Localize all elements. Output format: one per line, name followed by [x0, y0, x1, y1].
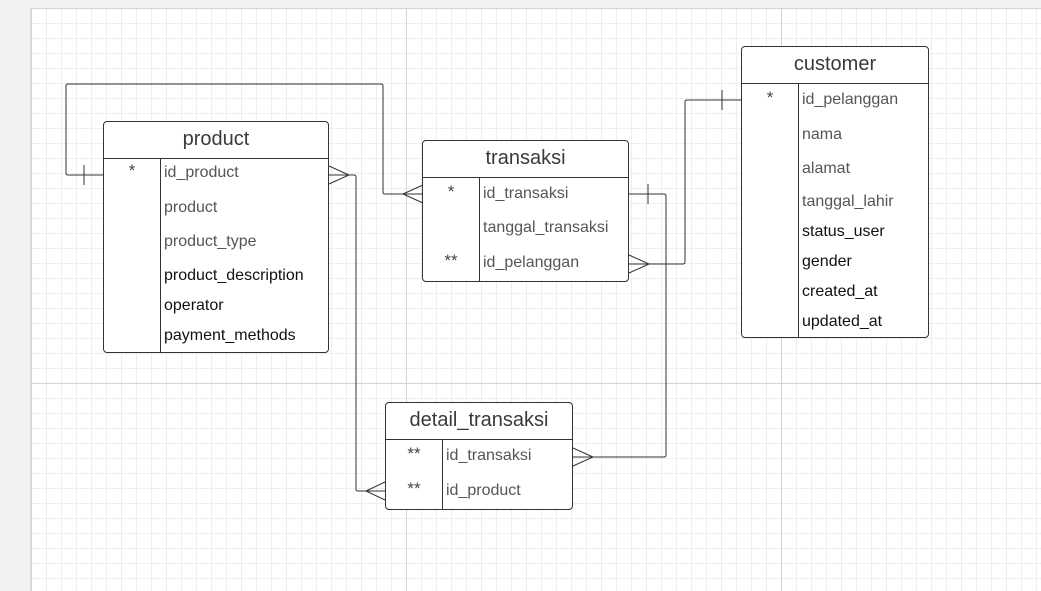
key-column — [104, 158, 161, 352]
attribute-row[interactable]: gender — [742, 247, 928, 277]
entity-detail-transaksi[interactable]: detail_transaksi ** id_transaksi ** id_p… — [385, 402, 573, 510]
attribute-name: product_description — [164, 267, 304, 284]
attribute-row[interactable]: tanggal_transaksi — [423, 213, 628, 243]
attribute-row[interactable]: updated_at — [742, 307, 928, 337]
attribute-name: created_at — [802, 283, 878, 300]
attribute-name: id_pelanggan — [802, 91, 899, 108]
attribute-row[interactable]: alamat — [742, 154, 928, 184]
attribute-row[interactable]: product — [104, 193, 328, 223]
attribute-row[interactable]: ** id_product — [386, 476, 572, 506]
foreign-key-marker: ** — [407, 479, 421, 498]
attribute-name: id_product — [446, 482, 521, 499]
entity-title: transaksi — [423, 141, 628, 178]
attribute-name: status_user — [802, 223, 885, 240]
attribute-name: id_pelanggan — [483, 254, 580, 271]
attribute-row[interactable]: product_description — [104, 261, 328, 291]
attribute-name: tanggal_lahir — [802, 193, 894, 210]
attribute-row[interactable]: created_at — [742, 277, 928, 307]
entity-title: product — [104, 122, 328, 159]
key-column — [742, 83, 799, 337]
attribute-name: product — [164, 199, 218, 216]
attribute-name: tanggal_transaksi — [483, 219, 609, 236]
entity-product[interactable]: product * id_product product product_typ… — [103, 121, 329, 353]
attribute-row[interactable]: status_user — [742, 217, 928, 247]
attribute-name: gender — [802, 253, 852, 270]
key-column — [423, 177, 480, 281]
attribute-row[interactable]: ** id_pelanggan — [423, 248, 628, 278]
attribute-row[interactable]: operator — [104, 291, 328, 321]
attribute-name: operator — [164, 297, 224, 314]
primary-key-marker: * — [447, 182, 455, 201]
entity-customer[interactable]: customer * id_pelanggan nama alamat tang… — [741, 46, 929, 338]
attribute-row[interactable]: * id_transaksi — [423, 179, 628, 209]
attribute-name: nama — [802, 126, 843, 143]
attribute-row[interactable]: * id_pelanggan — [742, 85, 928, 115]
attribute-row[interactable]: nama — [742, 120, 928, 150]
key-column — [386, 439, 443, 509]
foreign-key-marker: ** — [407, 444, 421, 463]
attribute-row[interactable]: ** id_transaksi — [386, 441, 572, 471]
entity-title: customer — [742, 47, 928, 84]
attribute-name: product_type — [164, 233, 257, 250]
entity-transaksi[interactable]: transaksi * id_transaksi tanggal_transak… — [422, 140, 629, 282]
primary-key-marker: * — [128, 161, 136, 180]
primary-key-marker: * — [766, 88, 774, 107]
attribute-row[interactable]: * id_product — [104, 158, 328, 188]
attribute-row[interactable]: payment_methods — [104, 321, 328, 351]
attribute-name: alamat — [802, 160, 851, 177]
entity-title: detail_transaksi — [386, 403, 572, 440]
attribute-name: id_transaksi — [483, 185, 569, 202]
attribute-name: id_transaksi — [446, 447, 532, 464]
attribute-name: id_product — [164, 164, 239, 181]
attribute-row[interactable]: product_type — [104, 227, 328, 257]
attribute-name: payment_methods — [164, 327, 296, 344]
attribute-name: updated_at — [802, 313, 883, 330]
attribute-row[interactable]: tanggal_lahir — [742, 187, 928, 217]
foreign-key-marker: ** — [444, 251, 458, 270]
